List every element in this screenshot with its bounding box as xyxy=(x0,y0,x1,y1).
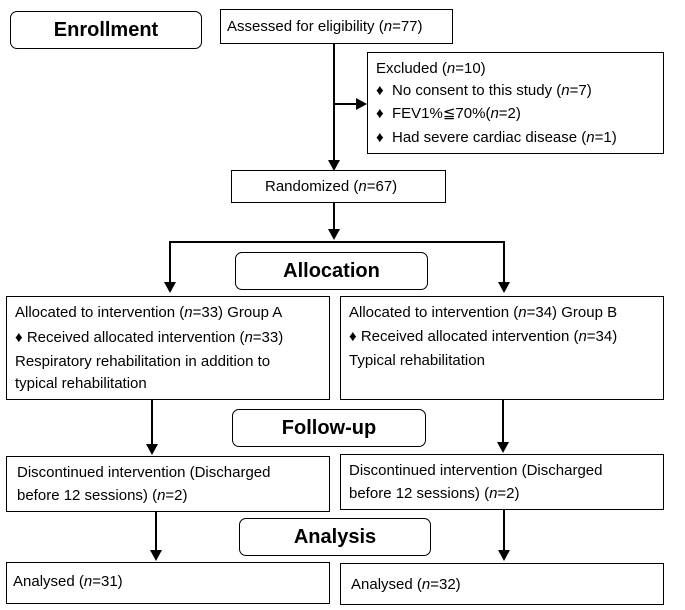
assessed-text: Assessed for eligibility (n=77) xyxy=(227,18,423,35)
connector-b-followup xyxy=(502,400,504,443)
connector-b-analysis xyxy=(503,510,505,551)
connector-split-horizontal xyxy=(169,241,505,243)
excluded-item: ♦No consent to this study (n=7) xyxy=(376,82,592,99)
excluded-box: Excluded (n=10) ♦No consent to this stud… xyxy=(367,52,664,154)
connector-split-right xyxy=(503,241,505,283)
connector-randomized-split xyxy=(333,203,335,230)
analysis-a-box: Analysed (n=31) xyxy=(6,562,330,604)
stage-followup-label: Follow-up xyxy=(281,416,377,439)
arrow-to-group-a xyxy=(164,282,176,293)
analysis-b-box: Analysed (n=32) xyxy=(340,563,664,605)
analysis-b-text: Analysed (n=32) xyxy=(351,576,461,593)
followup-b-box: Discontinued intervention (Discharged be… xyxy=(340,454,664,510)
stage-analysis-label: Analysis xyxy=(293,525,377,548)
stage-followup: Follow-up xyxy=(232,409,426,447)
connector-a-followup xyxy=(151,400,153,445)
arrow-to-group-b xyxy=(498,282,510,293)
excluded-title: Excluded (n=10) xyxy=(376,60,486,77)
randomized-text: Randomized (n=67) xyxy=(265,178,398,195)
arrow-a-followup xyxy=(146,444,158,455)
arrow-to-excluded xyxy=(356,98,367,110)
connector-a-analysis xyxy=(155,512,157,551)
group-b-line2: ♦ Received allocated intervention (n=34) xyxy=(349,328,618,345)
connector-to-excluded xyxy=(334,103,358,105)
excluded-item: ♦FEV1%≦70%(n=2) xyxy=(376,105,521,122)
group-b-allocation-box: Allocated to intervention (n=34) Group B… xyxy=(340,296,664,400)
excluded-item: ♦Had severe cardiac disease (n=1) xyxy=(376,129,617,146)
followup-b-line1: Discontinued intervention (Discharged xyxy=(349,462,603,479)
stage-allocation-label: Allocation xyxy=(283,259,380,282)
randomized-box: Randomized (n=67) xyxy=(231,170,446,203)
stage-analysis: Analysis xyxy=(239,518,431,556)
arrow-to-randomized xyxy=(328,160,340,171)
stage-enrollment: Enrollment xyxy=(10,11,202,49)
connector-assessed-randomized xyxy=(333,44,335,169)
group-b-line3: Typical rehabilitation xyxy=(349,352,485,369)
stage-allocation: Allocation xyxy=(235,252,428,290)
followup-a-box: Discontinued intervention (Discharged be… xyxy=(6,456,330,512)
group-a-line4: typical rehabilitation xyxy=(15,375,147,392)
connector-split-left xyxy=(169,241,171,283)
group-a-line3: Respiratory rehabilitation in addition t… xyxy=(15,353,271,370)
group-a-line1: Allocated to intervention (n=33) Group A xyxy=(15,304,283,321)
arrow-randomized-split xyxy=(328,229,340,240)
followup-b-line2: before 12 sessions) (n=2) xyxy=(349,485,520,502)
group-b-line1: Allocated to intervention (n=34) Group B xyxy=(349,304,618,321)
group-a-line2: ♦ Received allocated intervention (n=33) xyxy=(15,329,284,346)
analysis-a-text: Analysed (n=31) xyxy=(13,573,123,590)
group-a-allocation-box: Allocated to intervention (n=33) Group A… xyxy=(6,296,330,400)
arrow-b-analysis xyxy=(498,550,510,561)
followup-a-line1: Discontinued intervention (Discharged xyxy=(17,464,271,481)
arrow-a-analysis xyxy=(150,550,162,561)
followup-a-line2: before 12 sessions) (n=2) xyxy=(17,487,188,504)
assessed-box: Assessed for eligibility (n=77) xyxy=(220,9,453,44)
arrow-b-followup xyxy=(497,442,509,453)
stage-enrollment-label: Enrollment xyxy=(53,18,159,41)
